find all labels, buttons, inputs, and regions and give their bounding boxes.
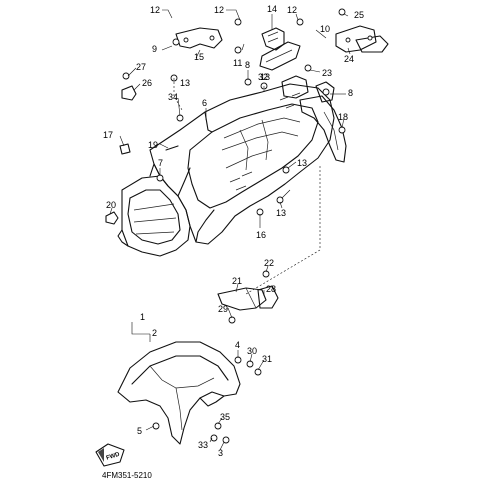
callout-8a: 8 xyxy=(245,60,250,70)
callout-13b: 13 xyxy=(260,72,270,82)
bolt-5 xyxy=(152,422,160,430)
bolt-12c xyxy=(296,18,304,26)
callout-20: 20 xyxy=(106,200,116,210)
callout-25: 25 xyxy=(354,10,364,20)
cover-14 xyxy=(261,27,285,51)
bracket-15 xyxy=(175,27,223,49)
callout-30: 30 xyxy=(247,346,257,356)
callout-9: 9 xyxy=(152,44,157,54)
bracket-20 xyxy=(105,211,119,225)
callout-31: 31 xyxy=(262,354,272,364)
callout-2: 2 xyxy=(152,328,157,338)
bolt-12a xyxy=(172,38,180,46)
callout-14: 14 xyxy=(267,4,277,14)
callout-35: 35 xyxy=(220,412,230,422)
callout-labels: 1 2 3 4 5 6 7 8 8 9 10 11 12 12 12 13 13… xyxy=(103,4,364,458)
callout-4: 4 xyxy=(235,340,240,350)
callout-18: 18 xyxy=(338,112,348,122)
bolt-11 xyxy=(234,46,242,54)
diagram-code: 4FM351-5210 xyxy=(102,471,152,480)
bolt-25 xyxy=(338,8,346,16)
callout-3: 3 xyxy=(218,448,223,458)
callout-26: 26 xyxy=(142,78,152,88)
callout-12c: 12 xyxy=(287,5,297,15)
callout-21: 21 xyxy=(232,276,242,286)
rod-19 xyxy=(165,145,179,151)
callout-33: 33 xyxy=(198,440,208,450)
callout-24: 24 xyxy=(344,54,354,64)
callout-32: 32 xyxy=(258,72,268,82)
bolt-23 xyxy=(304,64,312,72)
bolt-3 xyxy=(222,436,230,444)
bolt-13d xyxy=(276,196,284,204)
front-fender xyxy=(117,341,241,445)
callout-17: 17 xyxy=(103,130,113,140)
callout-13d: 13 xyxy=(276,208,286,218)
callout-29: 29 xyxy=(218,304,228,314)
callout-1: 1 xyxy=(140,312,145,322)
callout-12a: 12 xyxy=(150,5,160,15)
bolt-8b xyxy=(322,88,330,96)
bolt-33 xyxy=(210,434,218,442)
callout-5: 5 xyxy=(137,426,142,436)
callout-13c: 13 xyxy=(297,158,307,168)
inner-fender xyxy=(117,163,191,257)
callout-23: 23 xyxy=(322,68,332,78)
front-marker-text: FWD xyxy=(106,452,121,462)
callout-13a: 13 xyxy=(180,78,190,88)
callout-16: 16 xyxy=(256,230,266,240)
callout-34: 34 xyxy=(168,92,178,102)
callout-8b: 8 xyxy=(348,88,353,98)
bracket-24 xyxy=(335,25,389,53)
callout-28: 28 xyxy=(266,284,276,294)
callout-27: 27 xyxy=(136,62,146,72)
callout-7: 7 xyxy=(158,158,163,168)
callout-19: 19 xyxy=(148,140,158,150)
bolt-12b xyxy=(234,18,242,26)
grommet-17 xyxy=(119,143,131,155)
front-direction-marker: FWD xyxy=(95,443,125,467)
reflector-bracket xyxy=(217,270,279,324)
bolt-31 xyxy=(254,368,262,376)
callout-22: 22 xyxy=(264,258,274,268)
leader-lines xyxy=(109,9,351,451)
callout-11: 11 xyxy=(233,58,242,68)
callout-10: 10 xyxy=(320,24,330,34)
bolt-13c xyxy=(282,166,290,174)
callout-6: 6 xyxy=(202,98,207,108)
bolt-35 xyxy=(214,422,222,430)
clip-26 xyxy=(121,85,137,101)
strap-32 xyxy=(259,41,301,71)
callout-12b: 12 xyxy=(214,5,224,15)
callout-15: 15 xyxy=(194,52,204,62)
bolt-27 xyxy=(122,72,130,80)
rear-fender-assembly xyxy=(149,75,347,245)
